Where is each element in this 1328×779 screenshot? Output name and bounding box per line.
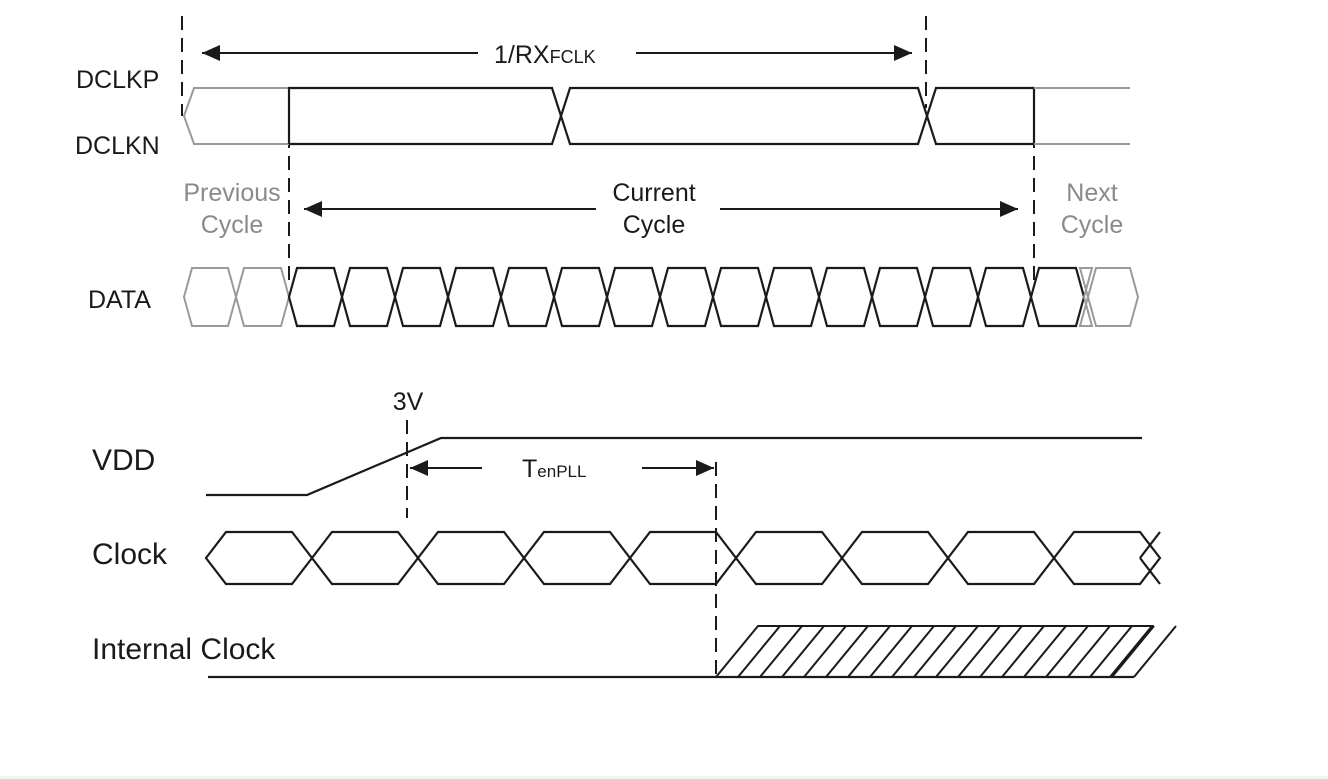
hatch-line (737, 625, 781, 678)
hatch-line (759, 625, 803, 678)
data-bit-eye (1078, 267, 1094, 327)
current-cycle-arrow (304, 201, 1018, 217)
hatch-line (1001, 625, 1045, 678)
hatch-line (957, 625, 1001, 678)
hatch-line (1023, 625, 1067, 678)
hatch-line (781, 625, 825, 678)
hatch-line (869, 625, 913, 678)
data-bit-eye (817, 266, 874, 328)
data-waveform (182, 266, 1140, 328)
hatch-line (1089, 625, 1133, 678)
data-bit-eye (552, 266, 609, 328)
data-label: DATA (88, 286, 151, 314)
hatch-line (935, 625, 979, 678)
next-cycle-label-1: Next (1066, 179, 1117, 207)
clock-eye (840, 530, 950, 586)
tenpll-label: TenPLL (522, 455, 586, 483)
data-bit-eye (923, 266, 980, 328)
hatch-line (891, 625, 935, 678)
data-bit-eye (711, 266, 768, 328)
period-arrow (202, 45, 912, 61)
data-bit-eye (658, 266, 715, 328)
dclk-waveform (182, 86, 1130, 146)
hatch-line (1111, 625, 1155, 678)
page-bottom-rule (0, 776, 1328, 779)
tenpll-arrow (410, 460, 714, 476)
current-cycle-label-1: Current (612, 179, 695, 207)
clock-eye (946, 530, 1056, 586)
previous-cycle-label-2: Cycle (201, 211, 264, 239)
data-bit-eye (605, 266, 662, 328)
data-bit-eye (340, 266, 397, 328)
data-bit-eye (182, 267, 238, 327)
data-bit-eye (870, 266, 927, 328)
data-bit-eye (499, 266, 556, 328)
vdd-waveform (206, 436, 1142, 497)
data-bit-eye (393, 266, 450, 328)
previous-cycle-label-1: Previous (183, 179, 280, 207)
clock-trailing-edge (1139, 531, 1161, 559)
clock-eye (522, 530, 632, 586)
internal-clock-hatched-region (713, 625, 1177, 678)
hatch-line (803, 625, 847, 678)
period-label: 1/RXFCLK (494, 41, 596, 69)
clock-eye (310, 530, 420, 586)
hatch-line (1067, 625, 1111, 678)
clock-eye (416, 530, 526, 586)
hatch-line (825, 625, 869, 678)
clock-label: Clock (92, 538, 168, 571)
next-cycle-label-2: Cycle (1061, 211, 1124, 239)
data-bit-eye (446, 266, 503, 328)
data-bit-eye (764, 266, 821, 328)
dclkp-label: DCLKP (76, 66, 159, 94)
data-bit-eye (287, 266, 344, 328)
data-bit-eye (976, 266, 1033, 328)
clock-waveform (204, 530, 1162, 586)
dclkn-label: DCLKN (75, 132, 160, 160)
data-bit-eye (234, 267, 291, 327)
clock-eye (204, 530, 314, 586)
internal-clock-label: Internal Clock (92, 633, 276, 666)
data-bit-eye (1029, 266, 1086, 328)
hatch-line (979, 625, 1023, 678)
clock-eye (1052, 530, 1162, 586)
hatch-line (847, 625, 891, 678)
hatch-outline (713, 625, 1155, 678)
clock-eye (628, 530, 738, 586)
hatch-line (1133, 625, 1177, 678)
clock-eye (734, 530, 844, 586)
data-bit-eye (1086, 267, 1140, 327)
hatch-line (913, 625, 957, 678)
hatch-line (1045, 625, 1089, 678)
threshold-label: 3V (393, 388, 424, 416)
clock-trailing-edge (1139, 557, 1161, 585)
vdd-label: VDD (92, 444, 155, 477)
current-cycle-label-2: Cycle (623, 211, 686, 239)
